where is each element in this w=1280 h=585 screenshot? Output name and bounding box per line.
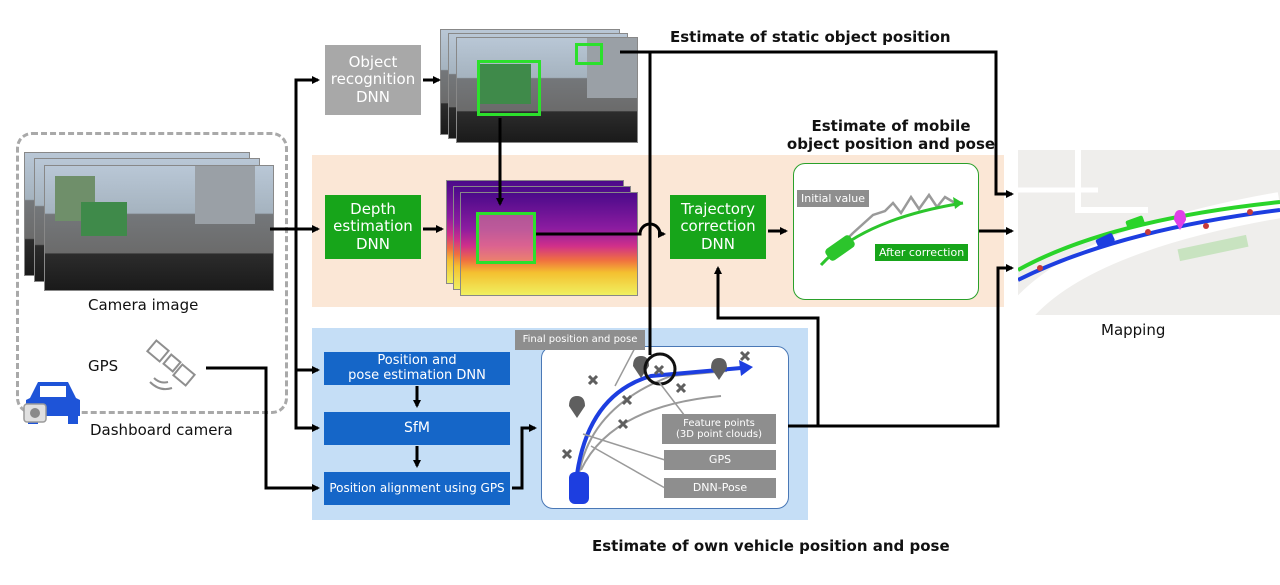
object-recognition-dnn: Object recognition DNN	[325, 45, 421, 115]
gps-label: GPS	[88, 357, 119, 375]
depth-bbox	[476, 212, 536, 264]
sfm-block: SfM	[324, 412, 510, 445]
after-correction-tag: After correction	[875, 244, 969, 261]
pose-estimation-dnn: Position and pose estimation DNN	[324, 352, 510, 385]
mapping-label: Mapping	[1101, 321, 1166, 339]
satellite-icon	[146, 339, 197, 391]
camera-image-caption: Camera image	[88, 296, 199, 314]
mobile-object-title: Estimate of mobile object position and p…	[786, 117, 996, 153]
dashboard-camera-group	[16, 132, 288, 414]
recognition-bbox-sign	[575, 43, 603, 65]
dashboard-camera-label: Dashboard camera	[90, 421, 233, 439]
car-icon	[23, 382, 80, 424]
mapping-image	[1018, 150, 1280, 315]
gps-tag: GPS	[664, 450, 776, 470]
initial-value-tag: Initial value	[797, 190, 869, 207]
camera-image	[44, 165, 274, 291]
dnn-pose-tag: DNN-Pose	[664, 478, 776, 498]
trajectory-correction-dnn: Trajectory correction DNN	[670, 195, 766, 259]
recognition-bbox-bus	[477, 60, 541, 116]
feature-points-tag: Feature points (3D point clouds)	[662, 414, 776, 444]
own-vehicle-section-label: Estimate of own vehicle position and pos…	[592, 537, 950, 555]
trajectory-correction-illustration	[819, 192, 964, 267]
static-object-estimate-label: Estimate of static object position	[670, 28, 951, 46]
depth-estimation-dnn: Depth estimation DNN	[325, 195, 421, 259]
gps-alignment-block: Position alignment using GPS	[324, 472, 510, 505]
final-position-tag: Final position and pose	[515, 330, 645, 350]
